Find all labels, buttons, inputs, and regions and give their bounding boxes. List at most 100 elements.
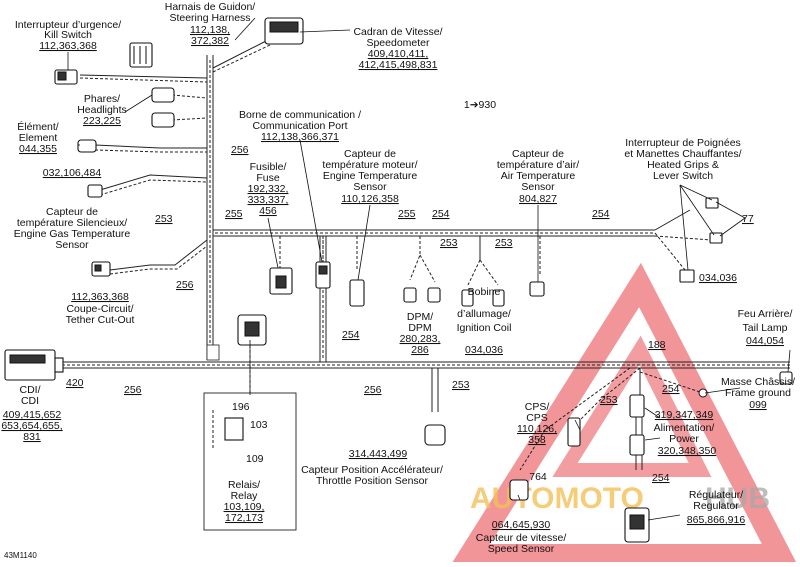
wire-77: 77 <box>742 213 754 225</box>
tether-label1: Coupe-Circuit/ <box>66 303 133 315</box>
cps-label2: CPS <box>526 412 548 424</box>
cdi-label2: CDI <box>21 395 39 407</box>
headlights-refs: 223,225 <box>83 115 121 127</box>
heated-grips-label4: Lever Switch <box>653 170 713 182</box>
element-label1: Élément/ <box>17 120 59 133</box>
wire-256-bottom: 256 <box>364 384 382 396</box>
relay-refs2: 172,173 <box>225 512 263 524</box>
heated-grips-label3: Heated Grips & <box>647 159 719 171</box>
harness-wires <box>60 39 790 471</box>
connector-kill-switch <box>54 69 78 85</box>
watermark-text-left: AUTOMOTO <box>470 482 644 515</box>
speed-sensor-label2: Speed Sensor <box>488 543 555 555</box>
relay-label2: Relay <box>231 490 259 502</box>
heated-grips-label2: et Manettes Chauffantes/ <box>624 148 741 160</box>
wire-254-right: 254 <box>592 208 610 220</box>
gas-temp-label3: Engine Gas Temperature <box>14 228 131 240</box>
connector-steering-harness <box>129 42 153 68</box>
connector-engine-temp <box>349 279 365 307</box>
leader-lines <box>67 17 791 521</box>
ignition-coil-refs: 034,036 <box>465 344 503 356</box>
wire-420: 420 <box>66 377 84 389</box>
fuse-refs3: 456 <box>259 205 277 217</box>
relay-block <box>237 314 267 346</box>
fuse-box <box>269 267 293 295</box>
wire-188: 188 <box>648 339 666 351</box>
page-ref: 1➔930 <box>464 99 496 111</box>
dpm-label2: DPM <box>408 322 431 334</box>
ignition-coil-label3: Ignition Coil <box>457 322 512 334</box>
frame-ground-label1: Masse Châssis/ <box>721 376 795 388</box>
wire-256-top: 256 <box>231 144 249 156</box>
speed-sensor-label1: Capteur de vitesse/ <box>476 532 567 544</box>
connector-tps <box>424 424 446 446</box>
wire-253-cps: 253 <box>600 394 618 406</box>
speedometer-refs1: 409,410,411, <box>368 48 429 60</box>
engine-temp-label1: Capteur de <box>344 148 396 160</box>
regulator-label1: Régulateur/ <box>689 489 743 501</box>
tail-lamp-refs: 044,054 <box>746 335 784 347</box>
labels: Interrupteur d’urgence/ Kill Switch 112,… <box>1 1 795 560</box>
kill-switch-label1: Interrupteur d’urgence/ <box>15 19 121 31</box>
speedometer-label1: Cadran de Vitesse/ <box>353 26 442 38</box>
speed-sensor-refs: 064,645,930 <box>492 519 551 531</box>
wire-255: 255 <box>225 208 243 220</box>
power-refs-bottom: 320,348,350 <box>658 445 717 457</box>
wire-254-top: 254 <box>432 208 450 220</box>
air-temp-label3: Air Temperature <box>501 170 576 182</box>
connector-speed-sensor <box>509 479 529 501</box>
engine-temp-refs: 110,126,358 <box>341 193 399 205</box>
connector-tether <box>91 261 111 277</box>
engine-temp-label4: Sensor <box>353 181 387 193</box>
wire-253-mid1: 253 <box>440 237 458 249</box>
relay-label1: Relais/ <box>228 479 260 491</box>
frame-ground-label2: Frame ground <box>725 387 791 399</box>
headlights-label2: Headlights <box>77 104 127 116</box>
connector-regulator <box>624 507 650 543</box>
dpm-refs2: 286 <box>411 344 429 356</box>
connector-element <box>77 139 97 153</box>
fuse-refs2: 333,337, <box>248 194 289 206</box>
speedometer-label2: Speedometer <box>366 37 430 49</box>
dpm-label1: DPM/ <box>407 311 433 323</box>
speed-sensor-pin: 764 <box>529 471 547 483</box>
wire-256-left: 256 <box>176 279 194 291</box>
power-refs-top: 319,347,349 <box>655 409 714 421</box>
power-label2: Power <box>669 433 699 445</box>
connector-tail-lamp <box>779 371 793 385</box>
wire-255b: 255 <box>398 208 416 220</box>
wire-253-bottom: 253 <box>452 379 470 391</box>
comm-port-refs: 112,138,366,371 <box>261 131 339 143</box>
dpm-refs1: 280,283, <box>400 333 441 345</box>
ignition-coil-label1: Bobine <box>468 286 501 298</box>
connector-cps <box>567 417 581 447</box>
connector-air-temp <box>529 281 545 297</box>
fuse-label1: Fusible/ <box>250 161 287 173</box>
air-temp-label1: Capteur de <box>512 148 564 160</box>
tps-label1: Capteur Position Accélérateur/ <box>301 464 443 476</box>
element-label2: Element <box>19 132 58 144</box>
relay-pin3: 109 <box>246 453 264 465</box>
tail-lamp-label1: Feu Arrière/ <box>738 308 793 320</box>
tether-refs: 112,363,368 <box>71 291 129 303</box>
connector-gas-temp <box>87 184 103 198</box>
regulator-refs: 865,866,916 <box>687 514 746 526</box>
relay-pin2: 103 <box>250 419 268 431</box>
heated-grips-refs: 034,036 <box>699 272 737 284</box>
steering-harness-refs1: 112,138, <box>190 24 230 36</box>
connector-power <box>629 394 645 456</box>
air-temp-label4: Sensor <box>521 181 555 193</box>
connector-ignition-coil <box>461 289 505 307</box>
gas-temp-label2: température Silencieux/ <box>17 217 127 229</box>
headlights-label1: Phares/ <box>84 93 120 105</box>
steering-harness-label2: Steering Harness <box>169 12 250 24</box>
air-temp-refs: 804,827 <box>519 193 557 205</box>
comm-port-label1: Borne de communication / <box>239 109 361 121</box>
connector-cdi <box>4 349 64 381</box>
fuse-refs1: 192,332, <box>248 183 289 195</box>
comm-port-label2: Communication Port <box>252 120 347 132</box>
relay-refs1: 103,109, <box>224 501 265 513</box>
wire-254-reg: 254 <box>652 472 670 484</box>
watermark: AUTOMOTO HUB <box>450 262 799 566</box>
watermark-text-right: HUB <box>705 482 770 515</box>
